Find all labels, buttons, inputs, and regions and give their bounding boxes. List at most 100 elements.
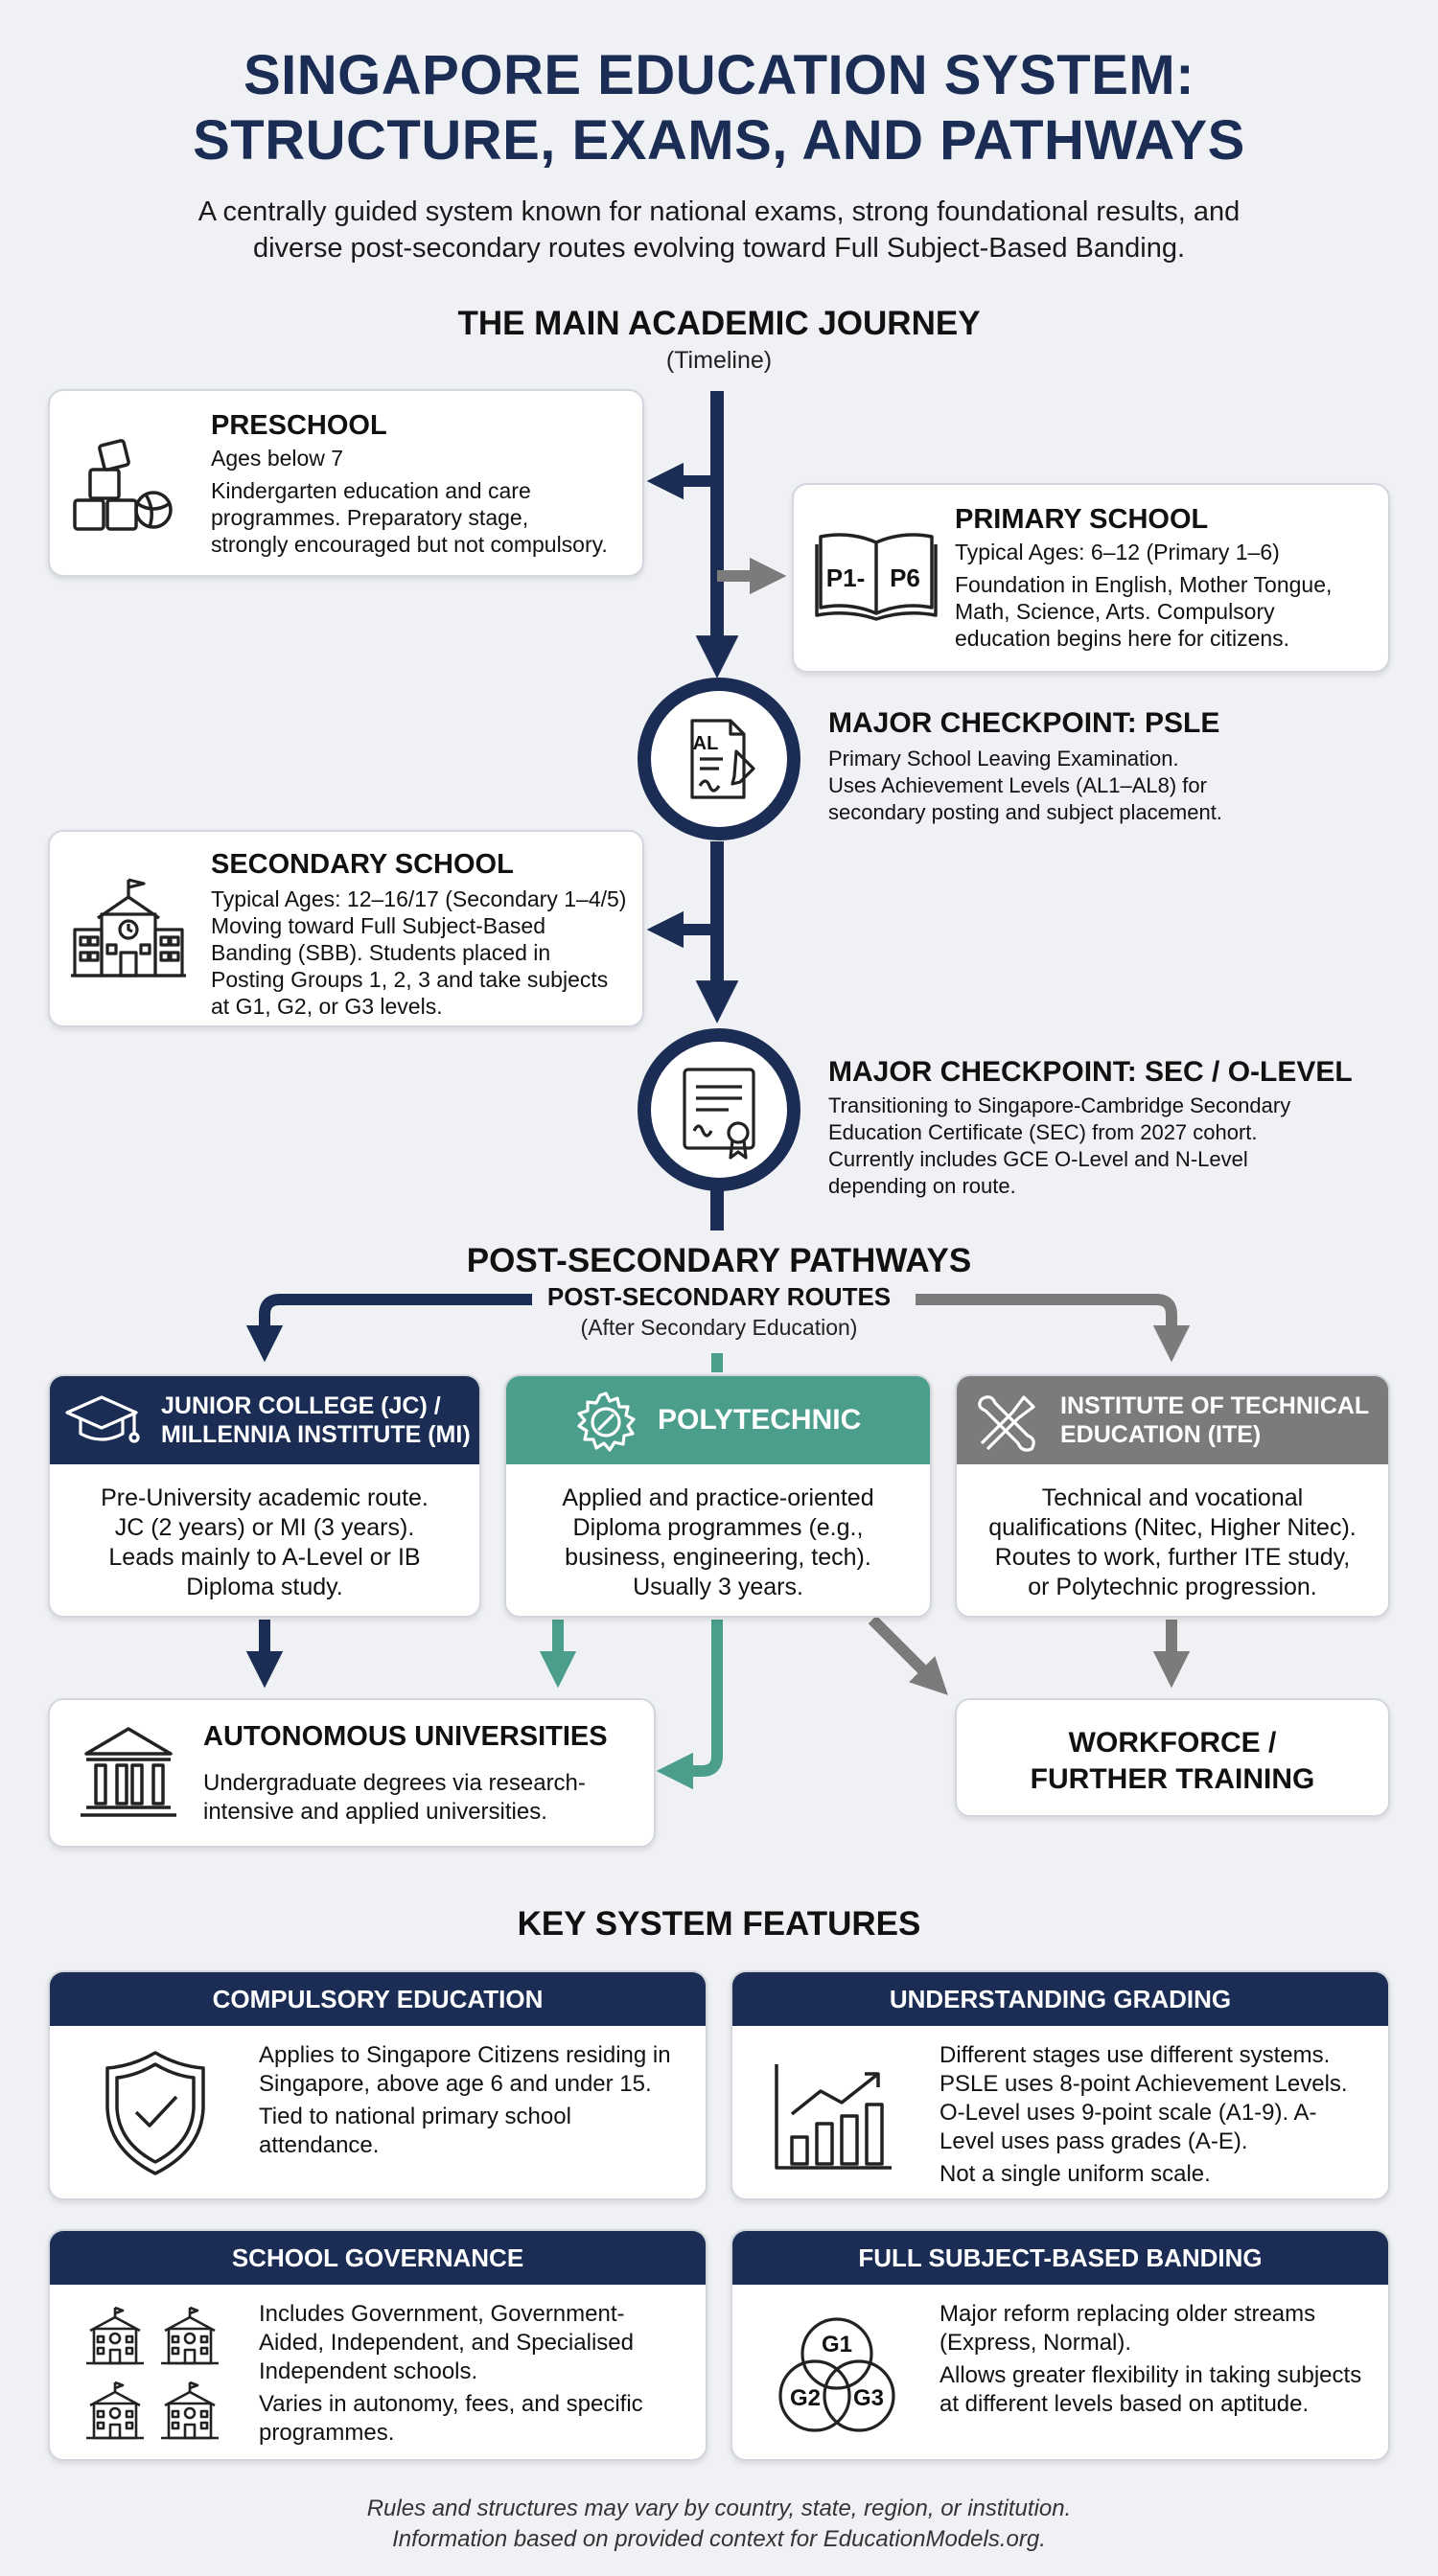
psle-desc-2: Uses Achievement Levels (AL1–AL8) for	[828, 773, 1207, 797]
grading-p2: Not a single uniform scale.	[939, 2161, 1211, 2187]
grading-title: UNDERSTANDING GRADING	[732, 1972, 1388, 2026]
page-title-line-1: SINGAPORE EDUCATION SYSTEM:	[243, 44, 1195, 106]
ite-body-1: Technical and vocational	[1041, 1484, 1304, 1511]
preschool-desc-2: programmes. Preparatory stage,	[211, 505, 529, 530]
features-heading: KEY SYSTEM FEATURES	[517, 1905, 921, 1943]
bar-chart-icon	[775, 2064, 892, 2170]
tools-icon	[978, 1395, 1035, 1452]
secondary-desc-2: Moving toward Full Subject-Based	[211, 913, 545, 938]
banding-body: Major reform replacing older streams (Ex…	[939, 2300, 1371, 2423]
secondary-desc-1: Typical Ages: 12–16/17 (Secondary 1–4/5)	[211, 886, 627, 911]
psle-title: MAJOR CHECKPOINT: PSLE	[828, 707, 1220, 739]
book-icon: P1- P6	[815, 533, 938, 621]
graduation-cap-icon	[65, 1395, 140, 1443]
sec-desc-2: Education Certificate (SEC) from 2027 co…	[828, 1120, 1258, 1144]
venn-g1: G1	[822, 2332, 852, 2358]
universities-body-2: intensive and applied universities.	[203, 1799, 547, 1825]
jc-body-4: Diploma study.	[186, 1574, 343, 1600]
routes-label: POST-SECONDARY ROUTES	[546, 1282, 892, 1311]
primary-ages: Typical Ages: 6–12 (Primary 1–6)	[955, 540, 1280, 564]
compulsory-p2: Tied to national primary school attendan…	[259, 2104, 571, 2158]
governance-body: Includes Government, Government-Aided, I…	[259, 2300, 688, 2451]
poly-body-4: Usually 3 years.	[633, 1574, 803, 1600]
jc-body-1: Pre-University academic route.	[101, 1484, 429, 1511]
sec-checkpoint-circle	[638, 1028, 800, 1191]
subtitle-line-2: diverse post-secondary routes evolving t…	[252, 233, 1186, 264]
poly-body-2: Diploma programmes (e.g.,	[572, 1514, 864, 1541]
exam-paper-icon	[690, 719, 755, 799]
universities-title: AUTONOMOUS UNIVERSITIES	[203, 1721, 608, 1752]
secondary-desc-4: Posting Groups 1, 2, 3 and take subjects	[211, 967, 609, 992]
primary-title: PRIMARY SCHOOL	[955, 504, 1209, 535]
post-secondary-heading: POST-SECONDARY PATHWAYS	[466, 1242, 972, 1279]
page-title-line-2: STRUCTURE, EXAMS, AND PATHWAYS	[193, 109, 1245, 172]
secondary-school-card: SECONDARY SCHOOL Typical Ages: 12–16/17 …	[48, 830, 644, 1027]
jc-body-3: Leads mainly to A-Level or IB	[108, 1544, 421, 1571]
grading-p1: Different stages use different systems. …	[939, 2042, 1348, 2154]
poly-body-3: business, engineering, tech).	[565, 1544, 871, 1571]
ite-route-card: INSTITUTE OF TECHNICAL EDUCATION (ITE) T…	[955, 1374, 1390, 1618]
book-label-left: P1-	[826, 564, 865, 592]
footer-line-1: Rules and structures may vary by country…	[366, 2496, 1072, 2521]
psle-desc-1: Primary School Leaving Examination.	[828, 747, 1179, 770]
ite-body-4: or Polytechnic progression.	[1028, 1574, 1317, 1600]
venn-icon: G1 G2 G3	[778, 2317, 895, 2432]
poly-body: Applied and practice-oriented Diploma pr…	[525, 1484, 911, 1602]
routes-sublabel: (After Secondary Education)	[580, 1315, 858, 1340]
workforce-card: WORKFORCE / FURTHER TRAINING	[955, 1698, 1390, 1817]
governance-card: SCHOOL GOVERNANCE Includes Government, G…	[48, 2229, 707, 2461]
banding-p2: Allows greater flexibility in taking sub…	[939, 2362, 1362, 2417]
psle-desc-3: secondary posting and subject placement.	[828, 800, 1222, 824]
workforce-title-1: WORKFORCE /	[1068, 1727, 1277, 1759]
sec-desc-4: depending on route.	[828, 1174, 1016, 1198]
ite-body-2: qualifications (Nitec, Higher Nitec).	[988, 1514, 1357, 1541]
journey-heading: THE MAIN ACADEMIC JOURNEY	[457, 305, 981, 342]
polytechnic-route-header	[506, 1376, 930, 1464]
venn-g3: G3	[853, 2385, 884, 2411]
ite-title-1: INSTITUTE OF TECHNICAL	[1060, 1392, 1370, 1419]
shield-check-icon	[105, 2051, 205, 2175]
ite-body: Technical and vocational qualifications …	[976, 1484, 1369, 1602]
schools-icon	[84, 2306, 220, 2440]
jc-route-card: JUNIOR COLLEGE (JC) / MILLENNIA INSTITUT…	[48, 1374, 481, 1618]
jc-title-1: JUNIOR COLLEGE (JC) /	[161, 1392, 441, 1419]
subtitle-line-1: A centrally guided system known for nati…	[197, 196, 1241, 227]
jc-title-2: MILLENNIA INSTITUTE (MI)	[161, 1421, 471, 1448]
sec-desc-1: Transitioning to Singapore-Cambridge Sec…	[828, 1093, 1291, 1117]
psle-icon-label: AL	[693, 733, 719, 754]
ite-title-2: EDUCATION (ITE)	[1060, 1421, 1262, 1448]
jc-body-2: JC (2 years) or MI (3 years).	[114, 1514, 415, 1541]
polytechnic-route-card: POLYTECHNIC Applied and practice-oriente…	[504, 1374, 932, 1618]
certificate-icon	[683, 1068, 755, 1160]
sec-desc-3: Currently includes GCE O-Level and N-Lev…	[828, 1147, 1248, 1171]
compulsory-p1: Applies to Singapore Citizens residing i…	[259, 2042, 671, 2097]
venn-g2: G2	[790, 2385, 821, 2411]
primary-desc-3: education begins here for citizens.	[955, 626, 1290, 651]
grading-card: UNDERSTANDING GRADING Different stages u…	[731, 1970, 1390, 2200]
blocks-icon	[73, 439, 173, 531]
workforce-title-2: FURTHER TRAINING	[1030, 1763, 1315, 1795]
university-icon	[81, 1727, 176, 1817]
compulsory-education-title: COMPULSORY EDUCATION	[50, 1972, 706, 2026]
governance-p1: Includes Government, Government-Aided, I…	[259, 2301, 634, 2384]
school-building-icon	[71, 878, 186, 978]
poly-body-1: Applied and practice-oriented	[562, 1484, 874, 1511]
journey-subheading: (Timeline)	[665, 347, 773, 374]
primary-desc-2: Math, Science, Arts. Compulsory	[955, 599, 1275, 624]
banding-card: FULL SUBJECT-BASED BANDING G1 G2 G3 Majo…	[731, 2229, 1390, 2461]
ite-body-3: Routes to work, further ITE study,	[994, 1544, 1351, 1571]
compulsory-body: Applies to Singapore Citizens residing i…	[259, 2041, 688, 2164]
secondary-desc-3: Banding (SBB). Students placed in	[211, 940, 551, 965]
governance-p2: Varies in autonomy, fees, and specific p…	[259, 2391, 643, 2446]
universities-body-1: Undergraduate degrees via research-	[203, 1770, 586, 1796]
grading-body: Different stages use different systems. …	[939, 2041, 1371, 2193]
preschool-card: PRESCHOOL Ages below 7 Kindergarten educ…	[48, 389, 644, 577]
compulsory-education-card: COMPULSORY EDUCATION Applies to Singapor…	[48, 1970, 707, 2200]
arrow-to-ite	[916, 1294, 1191, 1363]
arrow-poly-to-workforce	[868, 1615, 948, 1695]
governance-title: SCHOOL GOVERNANCE	[50, 2231, 706, 2285]
preschool-title: PRESCHOOL	[211, 410, 387, 441]
sec-title: MAJOR CHECKPOINT: SEC / O-LEVEL	[828, 1056, 1353, 1088]
preschool-desc-3: strongly encouraged but not compulsory.	[211, 532, 608, 557]
